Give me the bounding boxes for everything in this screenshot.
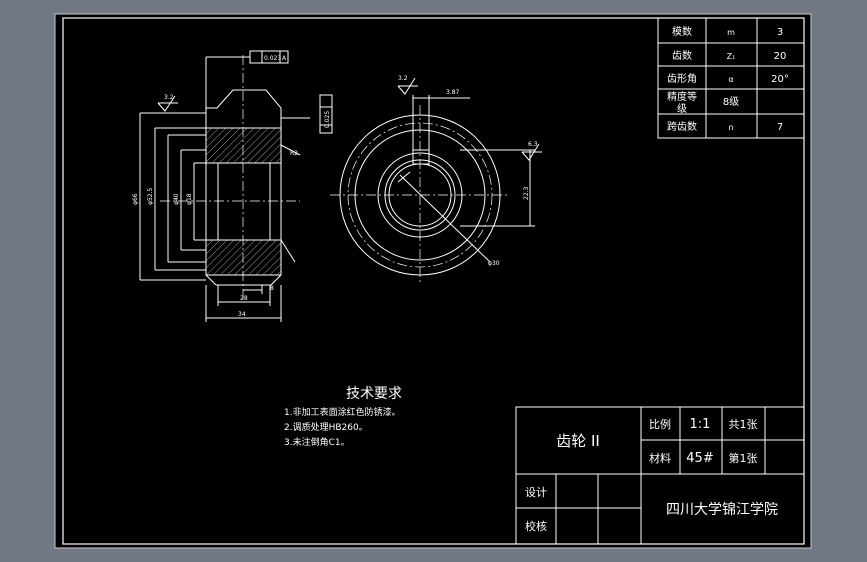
runout-value: 0.025 <box>324 111 331 128</box>
tech-req-item: 3.未注倒角C1。 <box>284 436 350 448</box>
param-name: 齿形角 <box>667 73 697 85</box>
param-value: 20 <box>774 51 787 62</box>
tech-req-title: 技术要求 <box>346 386 402 402</box>
sheet-number: 第1张 <box>729 451 758 465</box>
dim-bore-label: φ30 <box>488 260 500 267</box>
param-value: 20° <box>771 74 789 85</box>
dim-pitch-radius: R2 <box>290 150 298 157</box>
material-value: 45# <box>686 451 713 466</box>
drawing-sheet <box>54 13 812 549</box>
param-name: 齿数 <box>672 49 692 62</box>
roughness-label: 3.2 <box>398 75 408 82</box>
tech-req-item: 1.非加工表面涂红色防锈漆。 <box>284 406 401 418</box>
tolerance-value: 0.023 <box>264 55 281 62</box>
dim-hub-diameter: φ40 <box>173 193 180 205</box>
checker-label: 校核 <box>525 519 547 533</box>
scale-value: 1:1 <box>690 417 711 432</box>
dim-keyway-depth: 22.3 <box>523 186 530 200</box>
param-name-precision-2: 级 <box>677 103 687 115</box>
param-symbol: Z₁ <box>727 52 736 61</box>
param-symbol: n <box>728 123 733 132</box>
param-symbol: m <box>727 28 735 37</box>
sheet-border <box>62 17 805 545</box>
param-name: 跨齿数 <box>667 120 697 133</box>
part-name: 齿轮 II <box>556 432 600 450</box>
material-label: 材料 <box>649 451 671 465</box>
dim-bore-diameter: φ18 <box>186 193 193 205</box>
param-value: 7 <box>777 122 783 133</box>
dim-hub-length: 28 <box>240 295 248 302</box>
dim-face-width: 34 <box>238 311 246 318</box>
section-view <box>139 50 333 322</box>
sheets-total: 共1张 <box>729 418 758 431</box>
dim-root-diameter: φ52.5 <box>147 188 154 206</box>
school-name: 四川大学锦江学院 <box>666 501 778 518</box>
datum-label: A <box>282 55 287 62</box>
tech-req-item: 2.调质处理HB260。 <box>284 421 368 433</box>
param-symbol: 8级 <box>723 96 739 108</box>
param-name-precision: 精度等 <box>667 90 697 103</box>
param-symbol: α <box>728 75 733 84</box>
designer-label: 设计 <box>525 486 547 499</box>
dim-web: 8 <box>270 285 274 292</box>
roughness-label: 3.2 <box>164 94 174 101</box>
param-name: 模数 <box>672 25 692 38</box>
param-value: 3 <box>777 27 783 38</box>
scale-label: 比例 <box>649 417 671 431</box>
title-block <box>515 406 805 545</box>
dim-outer-diameter: φ66 <box>132 193 139 205</box>
keyway-width: 3.87 <box>446 89 460 96</box>
front-view <box>330 77 542 285</box>
parameters-table <box>657 17 805 139</box>
roughness-label: 6.3 <box>528 141 538 148</box>
